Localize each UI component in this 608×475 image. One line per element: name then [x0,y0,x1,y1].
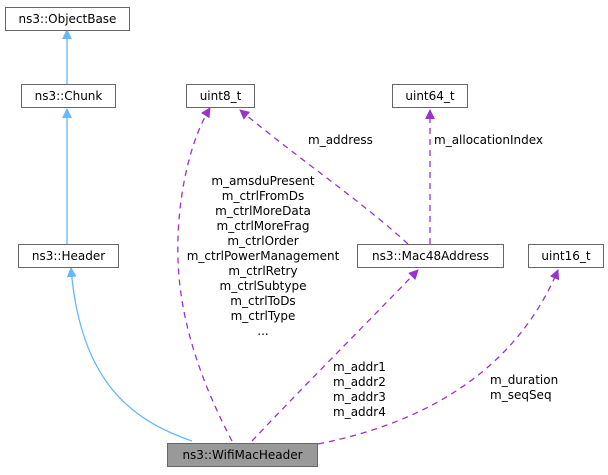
node-uint64[interactable]: uint64_t [392,84,468,108]
member-label: m_seqSeq [490,388,552,402]
member-label: m_ctrlPowerManagement [186,249,340,263]
member-label: m_ctrlRetry [228,264,298,278]
edge-wifimacheader-to-uint8 [177,107,233,442]
member-label: m_ctrlMoreFrag [216,219,310,233]
node-chunk[interactable]: ns3::Chunk [21,84,116,108]
member-label: m_amsduPresent [211,174,315,188]
member-label: m_ctrlToDs [230,294,296,308]
member-label: m_addr1 [333,360,386,374]
node-object-base[interactable]: ns3::ObjectBase [5,7,130,31]
member-label: m_addr3 [333,390,386,404]
member-label: m_ctrlMoreData [215,204,311,218]
label-m-address: m_address [308,133,373,147]
node-wifi-mac-header: ns3::WifiMacHeader [167,443,318,467]
member-label: ... [257,324,269,338]
member-label: m_addr4 [333,405,386,419]
node-header[interactable]: ns3::Header [18,244,119,268]
edge-mac48-to-uint8 [239,109,409,245]
member-label: m_ctrlOrder [227,234,299,248]
node-uint8[interactable]: uint8_t [186,84,255,108]
node-mac48-address[interactable]: ns3::Mac48Address [357,244,504,268]
member-label: m_duration [490,373,559,387]
member-label: m_ctrlType [230,309,296,323]
member-label: m_addr2 [333,375,386,389]
edge-wifimacheader-to-uint16 [317,269,560,445]
member-label: m_ctrlSubtype [219,279,307,293]
edge-wifimacheader-to-mac48 [251,269,419,442]
member-label: m_ctrlFromDs [221,189,305,203]
edge-wifimacheader-to-header [66,267,193,442]
label-m-allocation-index: m_allocationIndex [434,133,544,147]
node-uint16[interactable]: uint16_t [528,244,604,268]
